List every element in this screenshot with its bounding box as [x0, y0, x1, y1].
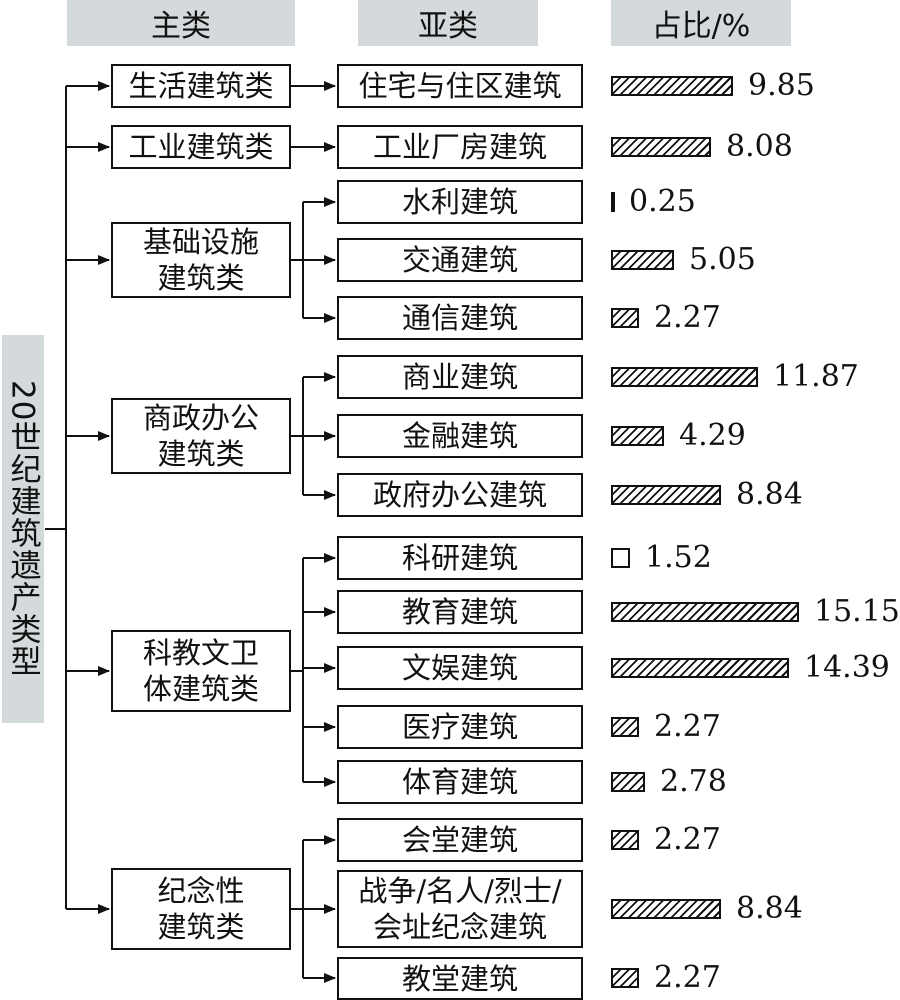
ratio-bar — [611, 137, 711, 157]
ratio-bar — [611, 426, 664, 446]
ratio-bar — [611, 717, 639, 737]
ratio-bar — [611, 367, 758, 387]
ratio-value: 8.84 — [736, 891, 803, 926]
header-ratio: 占比/% — [611, 0, 791, 46]
ratio-value: 11.87 — [773, 359, 859, 394]
subcategory-box: 水利建筑 — [337, 180, 583, 224]
ratio-bar — [611, 658, 789, 678]
subcategory-box: 政府办公建筑 — [337, 473, 583, 517]
subcategory-box: 体育建筑 — [337, 760, 583, 804]
ratio-value: 9.85 — [748, 68, 815, 103]
ratio-value: 8.84 — [736, 477, 803, 512]
ratio-value: 15.15 — [814, 594, 900, 629]
main-category-box: 科教文卫 体建筑类 — [111, 630, 291, 712]
ratio-value: 4.29 — [679, 418, 746, 453]
subcategory-box: 教育建筑 — [337, 590, 583, 634]
ratio-value: 2.78 — [660, 764, 727, 799]
main-category-box: 商政办公 建筑类 — [111, 398, 291, 474]
ratio-bar — [611, 899, 721, 919]
ratio-value: 5.05 — [689, 242, 756, 277]
main-category-box: 纪念性 建筑类 — [111, 868, 291, 950]
subcategory-box: 医疗建筑 — [337, 705, 583, 749]
ratio-bar — [611, 250, 674, 270]
ratio-value: 8.08 — [726, 129, 793, 164]
main-category-box: 工业建筑类 — [111, 125, 291, 169]
subcategory-box: 工业厂房建筑 — [337, 125, 583, 169]
ratio-value: 2.27 — [654, 300, 721, 335]
ratio-value: 14.39 — [804, 650, 890, 685]
subcategory-box: 会堂建筑 — [337, 818, 583, 862]
ratio-value: 2.27 — [654, 709, 721, 744]
subcategory-box: 教堂建筑 — [337, 957, 583, 1000]
ratio-bar — [611, 76, 733, 96]
ratio-bar — [611, 192, 615, 212]
ratio-bar — [611, 485, 721, 505]
main-category-box: 基础设施 建筑类 — [111, 222, 291, 298]
subcategory-box: 交通建筑 — [337, 238, 583, 282]
subcategory-box: 战争/名人/烈士/ 会址纪念建筑 — [337, 870, 583, 948]
subcategory-box: 文娱建筑 — [337, 646, 583, 690]
subcategory-box: 商业建筑 — [337, 355, 583, 399]
ratio-value: 1.52 — [645, 540, 712, 575]
ratio-bar — [611, 968, 639, 988]
ratio-bar — [611, 308, 639, 328]
ratio-bar — [611, 602, 799, 622]
ratio-bar — [611, 772, 645, 792]
subcategory-box: 住宅与住区建筑 — [337, 64, 583, 108]
ratio-value: 2.27 — [654, 960, 721, 995]
main-category-box: 生活建筑类 — [111, 64, 291, 108]
ratio-bar — [611, 548, 630, 568]
header-subcategory: 亚类 — [358, 0, 538, 46]
subcategory-box: 金融建筑 — [337, 414, 583, 458]
ratio-value: 0.25 — [629, 184, 696, 219]
header-main-category: 主类 — [67, 0, 295, 46]
root-label-text: 20世纪建筑遗产类型 — [4, 380, 41, 678]
subcategory-box: 科研建筑 — [337, 536, 583, 580]
ratio-value: 2.27 — [654, 822, 721, 857]
root-label: 20世纪建筑遗产类型 — [2, 335, 44, 723]
ratio-bar — [611, 830, 639, 850]
subcategory-box: 通信建筑 — [337, 296, 583, 340]
